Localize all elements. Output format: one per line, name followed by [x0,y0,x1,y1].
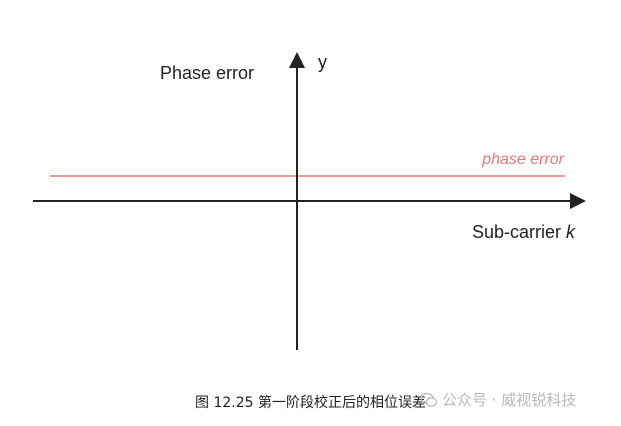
figure-caption: 图 12.25 第一阶段校正后的相位误差 [195,395,426,411]
x-axis-label-text: Sub-carrier [472,222,561,242]
x-axis-variable: k [566,222,576,242]
y-axis-arrowhead [289,52,305,68]
watermark-text: 公众号 · 威视锐科技 [442,391,577,409]
y-axis-label: Phase error [160,63,254,83]
watermark: 公众号 · 威视锐科技 [420,389,576,410]
y-axis-letter: y [318,52,327,72]
x-axis-label: Sub-carrier k [472,222,576,242]
wechat-icon [420,392,438,407]
x-axis-arrowhead [570,193,586,209]
phase-error-line-label: phase error [481,151,564,168]
